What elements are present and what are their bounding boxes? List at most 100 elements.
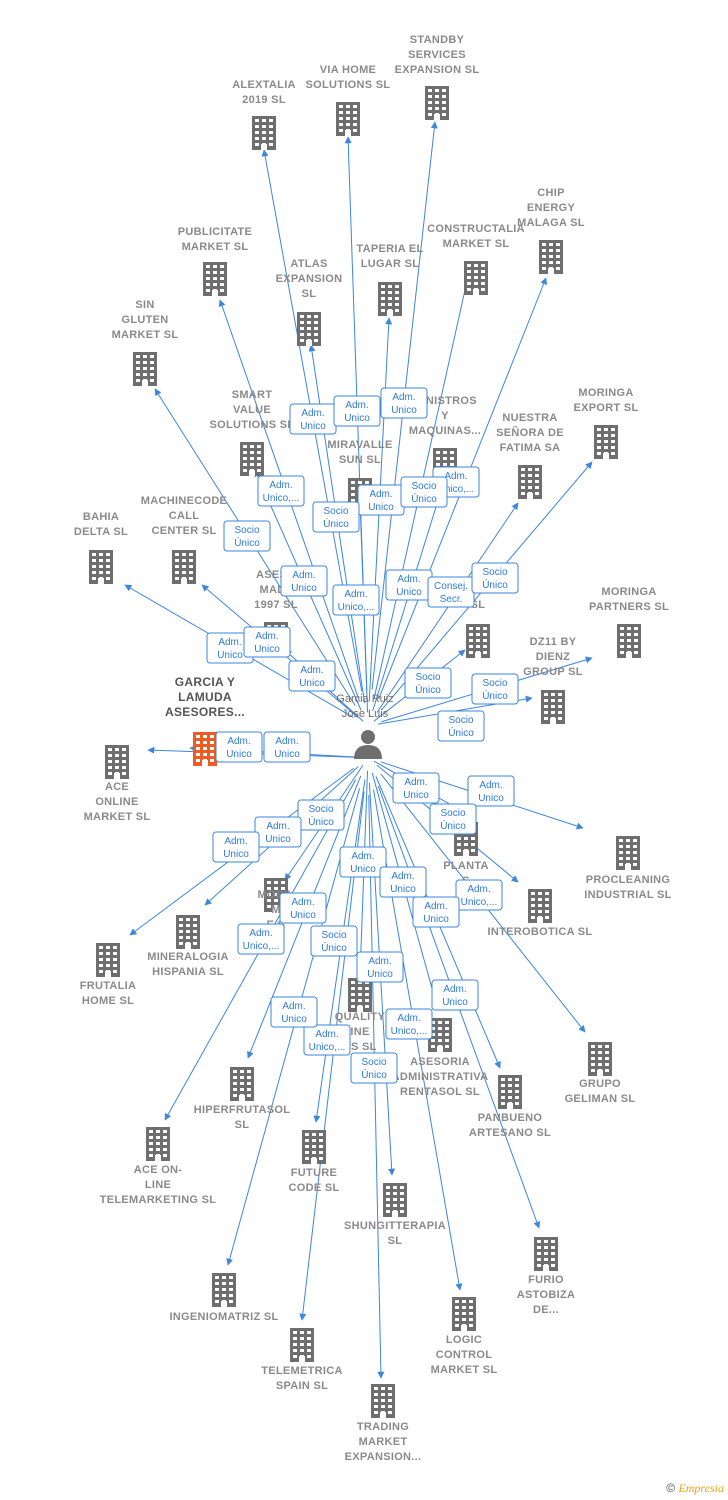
relation-label-e1[interactable]: Adm.Unico: [289, 403, 337, 435]
company-label: SL: [235, 1119, 250, 1131]
relation-label-e24[interactable]: Adm.Unico: [467, 775, 515, 807]
company-node-ingeniomatriz[interactable]: INGENIOMATRIZ SL: [169, 1273, 278, 1323]
relation-text: Unico: [281, 1014, 307, 1025]
relation-label-e4[interactable]: Adm.Unico,...: [257, 475, 305, 507]
relation-label-e17[interactable]: Adm.Unico: [288, 660, 336, 692]
relation-label-e41[interactable]: Adm.Unico: [270, 996, 318, 1028]
relation-label-e32[interactable]: Adm.Unico: [279, 892, 327, 924]
relation-text: Unico: [299, 678, 325, 689]
relation-text: Unico: [223, 849, 249, 860]
company-node-furio[interactable]: FURIOASTOBIZADE...: [517, 1237, 575, 1316]
company-node-trading[interactable]: TRADINGMARKETEXPANSION...: [345, 1384, 422, 1463]
relation-label-e34[interactable]: Adm.Unico,...: [237, 923, 285, 955]
company-node-taperia[interactable]: TAPERIA EL LUGAR SL: [356, 243, 423, 316]
building-icon: [193, 732, 217, 766]
company-label: BAHIA: [83, 511, 119, 523]
company-label: ADMINISTRATIVA: [392, 1071, 489, 1083]
relation-label-e11[interactable]: Adm.Unico,...: [332, 584, 380, 616]
company-node-interobotica[interactable]: INTEROBOTICA SL: [488, 889, 593, 938]
relation-label-e37[interactable]: Adm.Unico: [431, 979, 479, 1011]
relation-text: Adm.: [291, 897, 314, 908]
company-label: TAPERIA EL: [356, 243, 423, 255]
relation-label-e10[interactable]: Adm.Unico: [280, 565, 328, 597]
relation-label-e29[interactable]: Adm.Unico: [339, 846, 387, 878]
relation-label-e6[interactable]: Adm.Unico: [357, 484, 405, 516]
company-label: DELTA SL: [74, 526, 128, 538]
building-icon: [541, 690, 565, 724]
company-label: ACE ON-: [134, 1164, 183, 1176]
brand-name[interactable]: Empresia: [678, 1481, 724, 1495]
relation-label-e23[interactable]: Adm.Unico: [392, 772, 440, 804]
relation-label-e33[interactable]: Adm.Unico: [412, 896, 460, 928]
relation-label-e2[interactable]: Adm.Unico: [333, 395, 381, 427]
company-node-garcialamuda[interactable]: GARCIA YLAMUDAASESORES...: [165, 675, 245, 766]
relation-label-e28[interactable]: Adm.Unico: [212, 831, 260, 863]
relation-label-e12[interactable]: Adm.Unico: [385, 569, 433, 601]
company-label: MARKET SL: [431, 1364, 498, 1376]
relation-text: Unico: [368, 502, 394, 513]
relation-label-e31[interactable]: Adm.Unico,...: [455, 879, 503, 911]
relation-label-e21[interactable]: Adm.Unico: [215, 731, 263, 763]
relation-label-e13[interactable]: Consej.Secr.: [427, 576, 475, 608]
relation-label-e30[interactable]: Adm.Unico: [379, 866, 427, 898]
relation-label-e36[interactable]: Adm.Unico: [356, 951, 404, 983]
company-label: TELEMETRICA: [261, 1365, 343, 1377]
company-label: ASESORIA: [410, 1056, 470, 1068]
company-node-bahia[interactable]: BAHIA DELTA SL: [74, 511, 128, 584]
building-icon: [89, 550, 113, 584]
edge-labels-layer: Adm.UnicoAdm.UnicoAdm.UnicoAdm.Unico,...…: [206, 387, 519, 1084]
company-node-hiddennode[interactable]: SL: [466, 599, 490, 658]
relation-label-e16[interactable]: Adm.Unico: [243, 626, 291, 658]
copyright-symbol: ©: [666, 1481, 676, 1495]
company-label: ALEXTALIA: [232, 79, 296, 91]
company-label: ASTOBIZA: [517, 1289, 575, 1301]
company-label: LUGAR SL: [361, 258, 420, 270]
relation-label-e22[interactable]: Adm.Unico: [263, 731, 311, 763]
relation-label-e26[interactable]: Adm.Unico: [254, 816, 302, 848]
relation-label-e38[interactable]: Adm.Unico,...: [385, 1008, 433, 1040]
relation-text: Adm.: [315, 1029, 338, 1040]
relation-label-e39[interactable]: Adm.Unico,...: [303, 1024, 351, 1056]
relation-label-e3[interactable]: Adm.Unico: [380, 387, 428, 419]
